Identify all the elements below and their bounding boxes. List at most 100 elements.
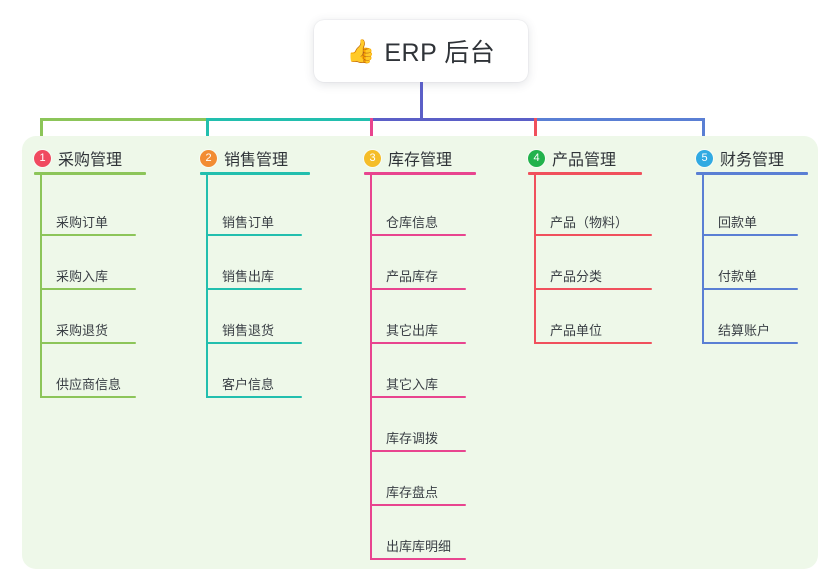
branch-item-label: 其它出库: [386, 323, 439, 338]
branch-item-rule: [370, 234, 466, 236]
branch-spine: [370, 175, 372, 560]
branch-item-label: 采购订单: [56, 215, 109, 230]
branch-item[interactable]: 销售退货: [206, 316, 302, 344]
branch-header-label: 库存管理: [388, 152, 453, 169]
branch-column-2: 2 销售管理销售订单销售出库销售退货客户信息: [200, 136, 336, 569]
connector-bar-segment-1: [40, 118, 209, 121]
branch-column-3: 3 库存管理仓库信息产品库存其它出库其它入库库存调拨库存盘点出库库明细: [364, 136, 500, 569]
branch-header-3[interactable]: 3 库存管理: [364, 146, 452, 170]
branch-header-rule: [528, 172, 642, 175]
branch-item[interactable]: 回款单: [702, 208, 798, 236]
branch-item[interactable]: 销售出库: [206, 262, 302, 290]
branch-item-label: 产品库存: [386, 269, 439, 284]
branch-item-rule: [206, 288, 302, 290]
branch-item[interactable]: 其它出库: [370, 316, 466, 344]
branch-item-rule: [370, 288, 466, 290]
branch-item[interactable]: 销售订单: [206, 208, 302, 236]
branch-item[interactable]: 产品（物料）: [534, 208, 652, 236]
branch-header-4[interactable]: 4 产品管理: [528, 146, 616, 170]
root-node[interactable]: 👍 ERP 后台: [314, 20, 528, 82]
branch-item-label: 产品（物料）: [550, 215, 629, 230]
connector-bar-segment-2: [206, 118, 373, 121]
branch-item-rule: [40, 342, 136, 344]
connector-bar-segment-4: [534, 118, 705, 121]
branch-header-label: 产品管理: [552, 152, 617, 169]
branch-drop-2: [206, 118, 209, 146]
branch-item-label: 客户信息: [222, 377, 275, 392]
branch-column-5: 5 财务管理回款单付款单结算账户: [696, 136, 832, 569]
branch-item-rule: [534, 234, 652, 236]
branch-item-label: 出库库明细: [386, 539, 452, 554]
branch-item-rule: [702, 288, 798, 290]
branch-item-rule: [370, 342, 466, 344]
branch-item[interactable]: 仓库信息: [370, 208, 466, 236]
branch-spine: [534, 175, 536, 344]
branch-item-label: 仓库信息: [386, 215, 439, 230]
branch-item-label: 其它入库: [386, 377, 439, 392]
branch-item[interactable]: 产品库存: [370, 262, 466, 290]
branch-header-rule: [364, 172, 476, 175]
branch-item-rule: [702, 234, 798, 236]
branch-drop-3: [370, 118, 373, 146]
branch-number-badge: 4: [528, 149, 545, 167]
branch-header-label: 销售管理: [224, 152, 289, 169]
branch-header-rule: [200, 172, 310, 175]
branch-item-label: 销售订单: [222, 215, 275, 230]
branch-item-label: 供应商信息: [56, 377, 122, 392]
branch-item[interactable]: 库存调拨: [370, 424, 466, 452]
branch-item[interactable]: 结算账户: [702, 316, 798, 344]
branch-item-label: 库存盘点: [386, 485, 439, 500]
branch-item-rule: [370, 558, 466, 560]
branch-item[interactable]: 库存盘点: [370, 478, 466, 506]
root-node-label: ERP 后台: [384, 39, 496, 67]
branch-item-label: 结算账户: [718, 323, 771, 338]
branch-header-rule: [34, 172, 146, 175]
branch-column-4: 4 产品管理产品（物料） 产品分类产品单位: [528, 136, 686, 569]
branch-header-label: 采购管理: [58, 152, 123, 169]
branch-item-rule: [534, 342, 652, 344]
branch-item-rule: [206, 342, 302, 344]
branch-header-5[interactable]: 5 财务管理: [696, 146, 784, 170]
branch-item[interactable]: 产品分类: [534, 262, 652, 290]
branch-item-rule: [534, 288, 652, 290]
branch-item[interactable]: 其它入库: [370, 370, 466, 398]
branches-panel: [22, 136, 818, 569]
branch-item[interactable]: 客户信息: [206, 370, 302, 398]
branch-item-rule: [40, 288, 136, 290]
branch-item-label: 库存调拨: [386, 431, 439, 446]
branch-number-badge: 2: [200, 149, 217, 167]
branch-item-label: 回款单: [718, 215, 758, 230]
branch-drop-5: [702, 118, 705, 146]
branch-number-badge: 1: [34, 149, 51, 167]
branch-number-badge: 5: [696, 149, 713, 167]
branch-spine: [206, 175, 208, 398]
branch-header-1[interactable]: 1 采购管理: [34, 146, 122, 170]
branch-item-label: 产品分类: [550, 269, 603, 284]
branch-item[interactable]: 付款单: [702, 262, 798, 290]
branch-number-badge: 3: [364, 149, 381, 167]
branch-header-label: 财务管理: [720, 152, 785, 169]
branch-item[interactable]: 出库库明细: [370, 532, 466, 560]
branch-header-2[interactable]: 2 销售管理: [200, 146, 288, 170]
branch-item-label: 产品单位: [550, 323, 603, 338]
branch-item[interactable]: 采购退货: [40, 316, 136, 344]
branch-item-rule: [370, 504, 466, 506]
branch-item-rule: [40, 396, 136, 398]
branch-item[interactable]: 采购订单: [40, 208, 136, 236]
connector-bar-segment-3: [370, 118, 537, 121]
branch-item[interactable]: 采购入库: [40, 262, 136, 290]
branch-item[interactable]: 产品单位: [534, 316, 652, 344]
branch-item-label: 销售出库: [222, 269, 275, 284]
branch-item-label: 销售退货: [222, 323, 275, 338]
branch-item-rule: [702, 342, 798, 344]
branch-item-rule: [206, 234, 302, 236]
branch-spine: [702, 175, 704, 344]
branch-item-rule: [370, 396, 466, 398]
branch-item[interactable]: 供应商信息: [40, 370, 136, 398]
root-node-content: 👍 ERP 后台: [347, 33, 496, 69]
branch-drop-1: [40, 118, 43, 146]
branch-spine: [40, 175, 42, 398]
branch-item-rule: [40, 234, 136, 236]
thumbs-up-icon: 👍: [346, 37, 376, 64]
